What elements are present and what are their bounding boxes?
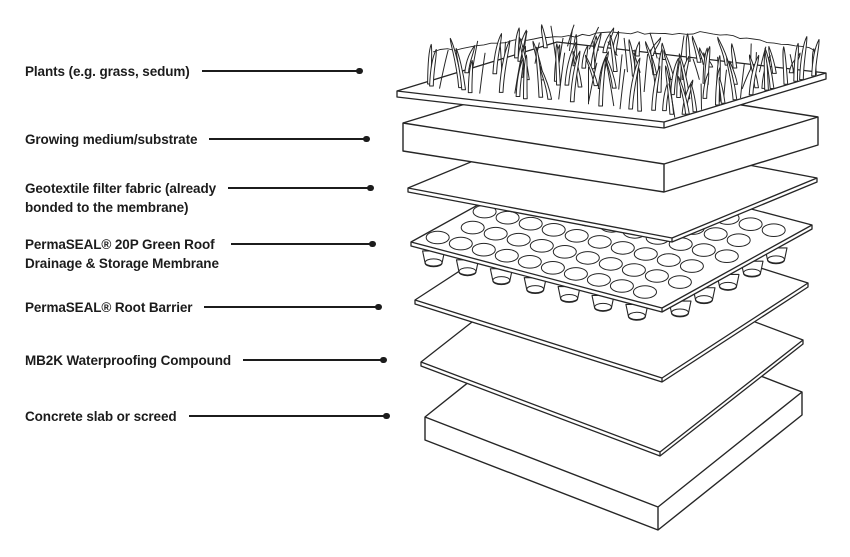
leader-dot	[369, 240, 376, 248]
leader-line	[201, 67, 363, 75]
label-text: PermaSEAL® 20P Green Roof Drainage & Sto…	[25, 235, 219, 273]
label-drainage-membrane: PermaSEAL® 20P Green Roof Drainage & Sto…	[25, 235, 376, 273]
label-text: Plants (e.g. grass, sedum)	[25, 62, 190, 81]
label-plants: Plants (e.g. grass, sedum)	[25, 62, 363, 81]
label-line1: Plants (e.g. grass, sedum)	[25, 64, 190, 79]
label-line2: Drainage & Storage Membrane	[25, 256, 219, 271]
label-text: Growing medium/substrate	[25, 130, 197, 149]
label-line1: PermaSEAL® Root Barrier	[25, 300, 193, 315]
leader-line	[188, 412, 390, 420]
label-text: MB2K Waterproofing Compound	[25, 351, 231, 370]
label-text: Concrete slab or screed	[25, 407, 177, 426]
label-growing-medium: Growing medium/substrate	[25, 130, 370, 149]
leader-dot	[367, 184, 374, 192]
label-line1: Geotextile filter fabric (already	[25, 181, 217, 196]
label-line1: Concrete slab or screed	[25, 409, 177, 424]
label-line1: Growing medium/substrate	[25, 132, 198, 147]
label-line2: bonded to the membrane)	[25, 200, 189, 215]
label-concrete-slab: Concrete slab or screed	[25, 407, 390, 426]
label-text: PermaSEAL® Root Barrier	[25, 298, 193, 317]
layer-plants-grass-mat	[396, 24, 827, 129]
leader-line	[230, 240, 376, 248]
leader-dot	[375, 303, 382, 311]
leader-dot	[380, 356, 387, 364]
label-geotextile: Geotextile filter fabric (already bonded…	[25, 179, 374, 217]
leader-line	[209, 135, 370, 143]
label-line1: MB2K Waterproofing Compound	[25, 353, 232, 368]
leader-dot	[383, 412, 390, 420]
label-waterproofing: MB2K Waterproofing Compound	[25, 351, 387, 370]
leader-line	[228, 184, 374, 192]
label-root-barrier: PermaSEAL® Root Barrier	[25, 298, 382, 317]
label-line1: PermaSEAL® 20P Green Roof	[25, 237, 215, 252]
leader-dot	[356, 67, 363, 75]
leader-line	[204, 303, 382, 311]
leader-dot	[363, 135, 370, 143]
leader-line	[243, 356, 387, 364]
label-text: Geotextile filter fabric (already bonded…	[25, 179, 216, 217]
